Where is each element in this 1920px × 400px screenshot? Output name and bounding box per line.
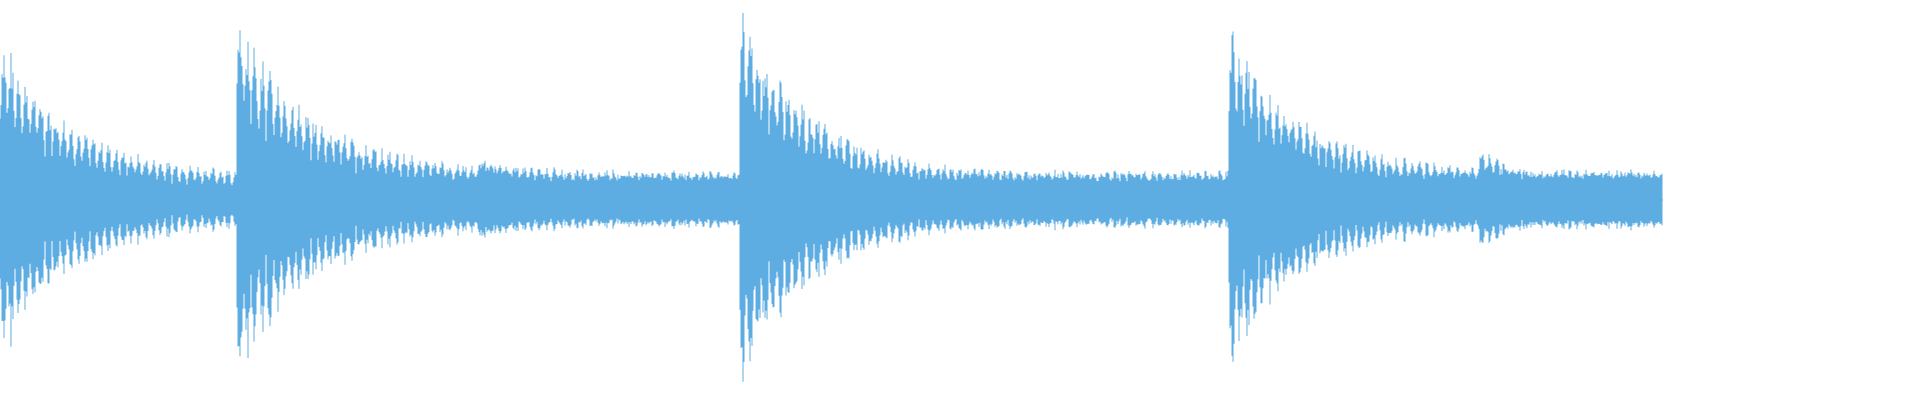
waveform-peaks bbox=[0, 13, 1663, 382]
waveform-path bbox=[0, 13, 1663, 382]
